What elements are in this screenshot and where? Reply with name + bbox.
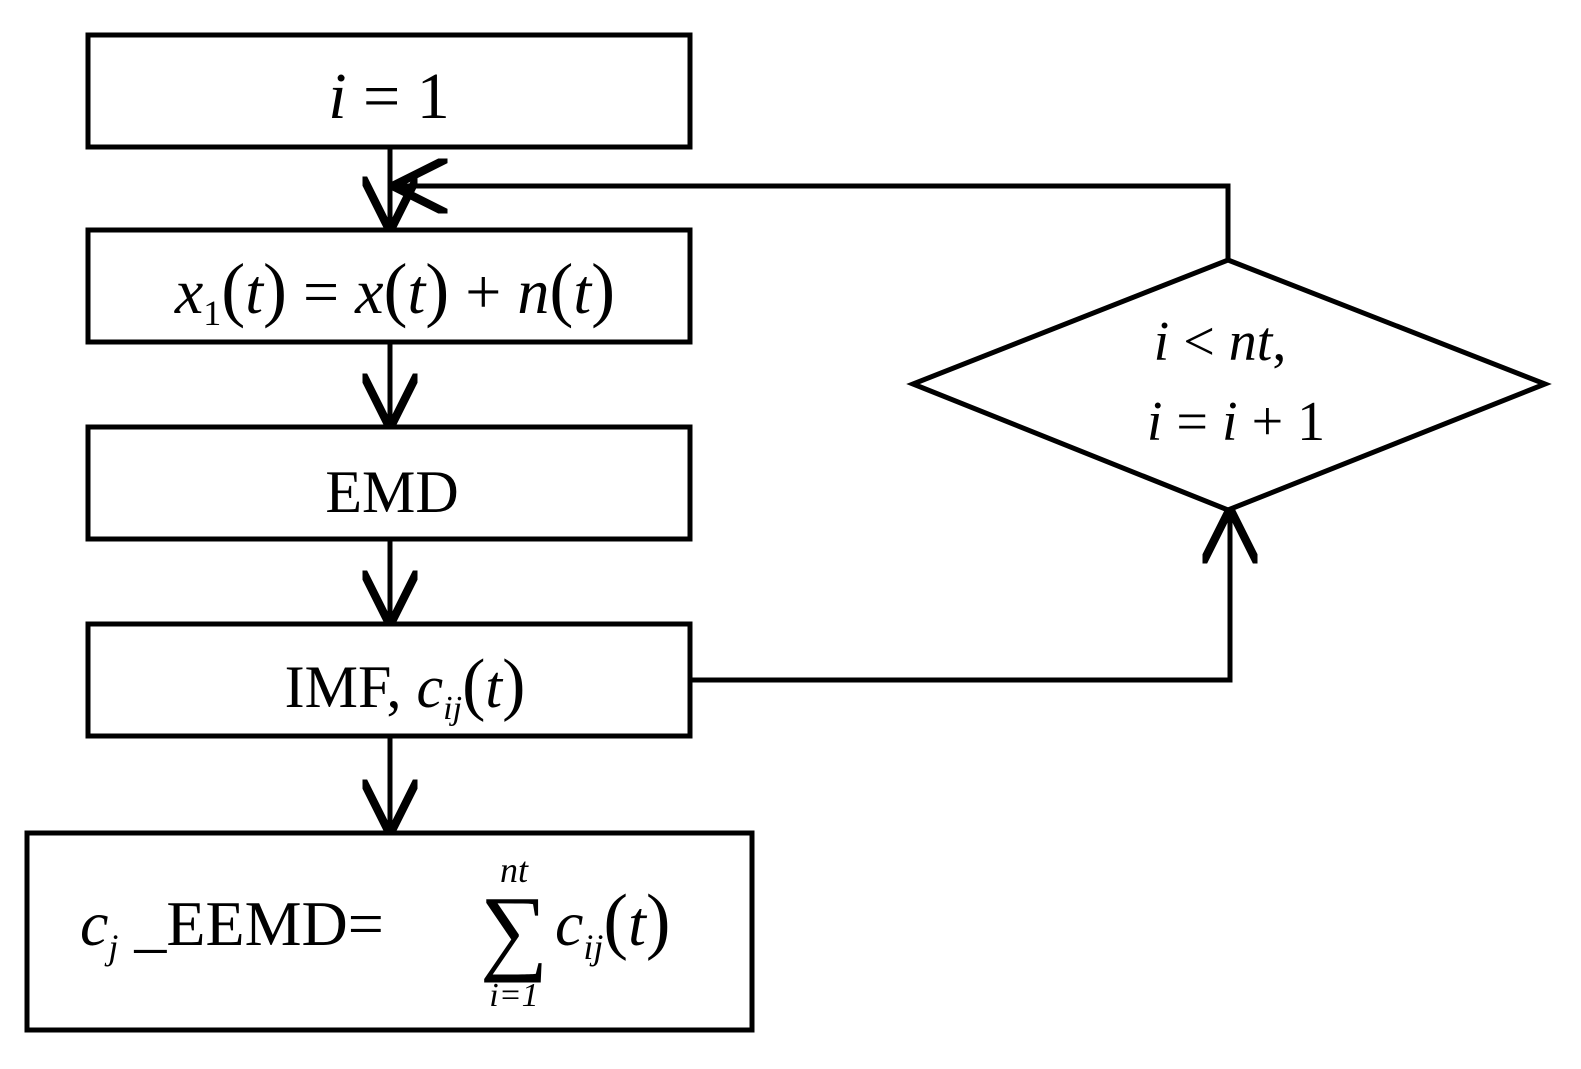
decision-condition: i < nt,: [1154, 311, 1287, 373]
decision-increment: i = i + 1: [1147, 391, 1325, 453]
arrow-imf-to-decision: [690, 514, 1230, 683]
result-box: [24, 830, 755, 1033]
sigma-upper-limit: nt: [500, 850, 529, 890]
init-label: i = 1: [328, 60, 450, 133]
init-box: [85, 32, 693, 150]
arrow-decision-loop-back: [398, 186, 1231, 260]
result-lhs: cj _EEMD=: [80, 888, 384, 967]
sigma-lower-limit: i=1: [489, 977, 538, 1014]
noise-add-label: x1(t) = x(t) + n(t): [174, 249, 615, 333]
emd-label: EMD: [325, 459, 458, 525]
sigma-symbol: ∑: [480, 876, 548, 983]
imf-label: IMF, cij(t): [285, 646, 526, 727]
result-rhs: cij(t): [555, 880, 671, 967]
decision-diamond: [906, 257, 1552, 513]
noise-add-box: [85, 227, 693, 345]
